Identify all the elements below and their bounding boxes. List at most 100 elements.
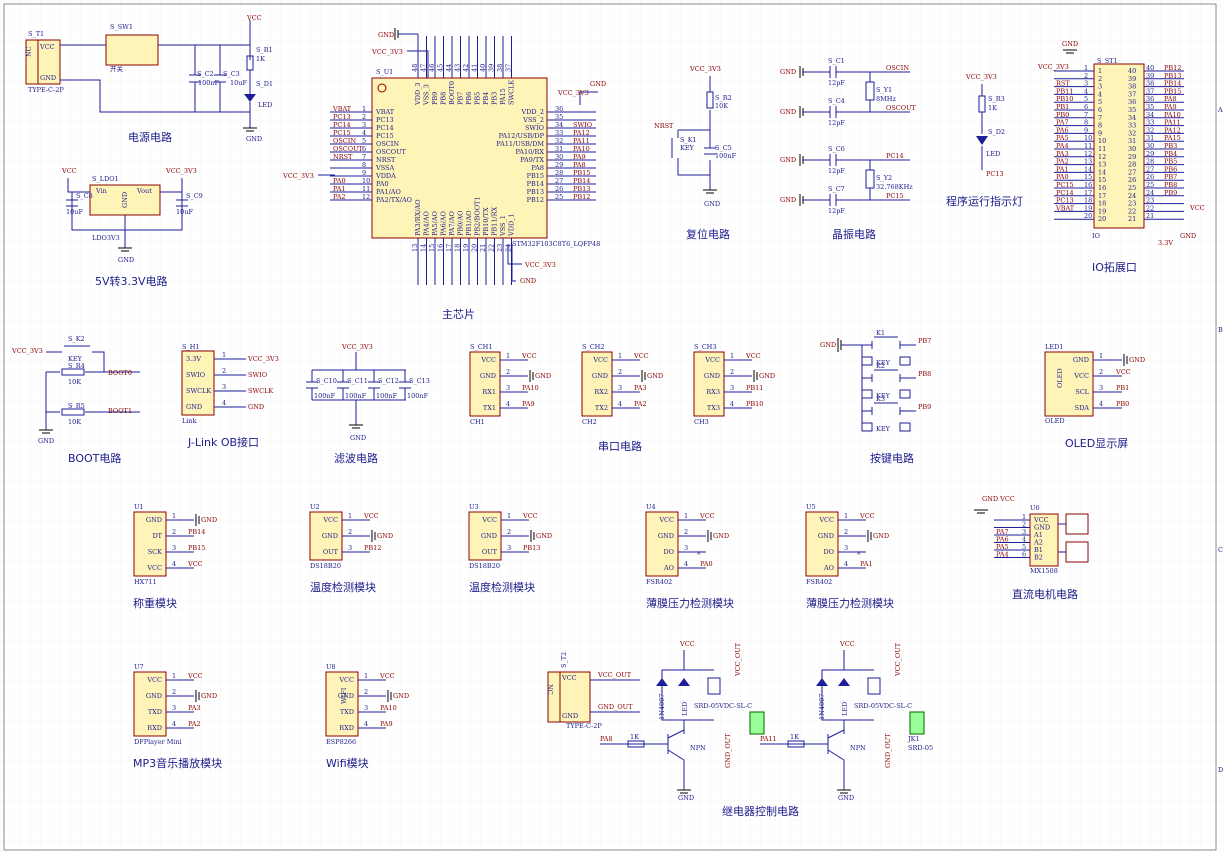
svg-text:10uF: 10uF <box>176 208 193 216</box>
relay-out-gnd: GND_OUT <box>724 733 732 768</box>
relay-circuit: S_T2 NC VCC GND TYPE-C-2P VCC_OUT GND_OU… <box>546 640 933 818</box>
title-oled: OLED显示屏 <box>1065 437 1128 450</box>
key-pad <box>899 422 911 432</box>
mcu-pin-number: 35 <box>555 113 563 121</box>
oled-pin-name: VCC <box>1073 372 1089 380</box>
module-ref: S_CH3 <box>694 343 716 351</box>
mcu-pin-number: 7 <box>362 153 366 161</box>
io-pin-number: 38 <box>1146 80 1154 88</box>
svg-text:S_ST1: S_ST1 <box>1097 57 1118 65</box>
module-net-label: VCC <box>379 672 395 680</box>
module-pin-number: 2 <box>348 528 352 536</box>
svg-text:LDO3V3: LDO3V3 <box>92 234 120 242</box>
mcu-net-label: OSCOUT <box>333 145 364 153</box>
mcu-pin-number: 10 <box>362 177 370 185</box>
motor-pin-name: B2 <box>1034 554 1043 562</box>
gnd-symbol <box>753 370 758 382</box>
module-pin-name: VCC <box>480 356 496 364</box>
motor-pin-number: 2 <box>1022 521 1026 529</box>
key-switch <box>862 402 916 415</box>
module-net-label: PA2 <box>634 400 647 408</box>
title-mp3: MP3音乐播放模块 <box>133 756 222 770</box>
mcu-net-label: PA1 <box>333 185 346 193</box>
module-pin-name: VCC <box>338 676 354 684</box>
resistor-value: 1K <box>630 733 639 741</box>
npn-label: NPN <box>850 744 866 752</box>
io-pin-number: 10 <box>1084 134 1092 142</box>
io-pin-number: 12 <box>1098 153 1106 161</box>
module-net-label: PA3 <box>188 704 201 712</box>
module-pin-name: GND <box>146 516 162 524</box>
title-mcu: 主芯片 <box>442 307 475 321</box>
mcu-pin-name: PB4 <box>482 92 490 105</box>
io-pin-number: 18 <box>1084 197 1092 205</box>
svg-text:GND: GND <box>378 31 394 39</box>
module-pin-number: 4 <box>844 560 848 568</box>
motor-pin-name: B1 <box>1034 546 1043 554</box>
mcu-pin-number: 27 <box>555 177 563 185</box>
title-reset: 复位电路 <box>686 227 730 241</box>
relay-resistor <box>787 740 805 748</box>
module-pin-name: DO <box>663 548 674 556</box>
io-pin-number: 38 <box>1128 83 1136 91</box>
module-pin-name: RX2 <box>594 388 608 396</box>
oled-pin-number: 2 <box>1099 368 1103 376</box>
svg-text:B: B <box>1218 326 1223 334</box>
io-pin-number: 6 <box>1084 103 1088 111</box>
module-pin-name: TXD <box>148 708 162 716</box>
io-pin-number: 40 <box>1146 64 1154 72</box>
oled-net-label: VCC <box>1115 368 1131 376</box>
module-pin-name: DT <box>152 532 162 540</box>
title-hx711: 称重模块 <box>133 596 177 610</box>
svg-text:Vout: Vout <box>136 187 152 195</box>
svg-text:GND: GND <box>350 434 366 442</box>
module-ref: U8 <box>326 663 336 671</box>
module-body <box>309 511 343 561</box>
mcu-net-label: PC15 <box>333 129 351 137</box>
module-pin-name: TX2 <box>595 404 608 412</box>
motor-pin-number: 4 <box>1022 536 1026 544</box>
module-net-label: VCC <box>859 512 875 520</box>
gnd-label: GND <box>780 196 796 204</box>
oled-pin-number: 4 <box>1099 400 1103 408</box>
title-ds2: 温度检测模块 <box>469 580 535 594</box>
svg-text:10K: 10K <box>68 418 81 426</box>
gnd-symbol <box>195 514 200 526</box>
svg-text:GND: GND <box>820 341 836 349</box>
module-pin-number: 3 <box>364 704 368 712</box>
module-inner-label: WIFI <box>340 687 348 704</box>
svg-text:VCC_3V3: VCC_3V3 <box>341 343 373 351</box>
svg-text:S_H1: S_H1 <box>182 343 200 351</box>
mcu-pin-number: 28 <box>555 169 563 177</box>
svg-text:VCC: VCC <box>246 14 262 22</box>
io-pin-number: 33 <box>1128 122 1136 130</box>
module-part: CH3 <box>694 418 709 426</box>
module-body <box>693 351 725 417</box>
cap-ref: S_C6 <box>828 145 845 153</box>
mcu-net-label: NRST <box>333 153 353 161</box>
io-pin-number: 2 <box>1084 72 1088 80</box>
module-pin-number: 2 <box>844 528 848 536</box>
module-pin-name: GND <box>480 372 496 380</box>
key-ref: K2 <box>876 362 885 370</box>
mcu-net-label: PA12 <box>573 129 590 137</box>
module-net-label: GND <box>535 372 551 380</box>
svg-text:NC: NC <box>546 684 554 695</box>
module-ref: U1 <box>134 503 144 511</box>
io-net-label: PB4 <box>1164 150 1177 158</box>
module-net-label: GND <box>377 532 393 540</box>
mcu-pin-number: 36 <box>555 105 563 113</box>
title-fsr1: 薄膜压力检测模块 <box>646 596 734 610</box>
mcu-pin-number: 47 <box>420 64 428 72</box>
module-net-label: PB14 <box>188 528 205 536</box>
mcu-net-label: PB12 <box>573 193 590 201</box>
svg-text:GND: GND <box>1062 40 1078 48</box>
io-pin-number: 34 <box>1146 111 1154 119</box>
io-pin-number: 29 <box>1128 153 1136 161</box>
svg-text:10K: 10K <box>715 102 728 110</box>
module-pin-number: 1 <box>507 512 511 520</box>
io-pin-number: 26 <box>1146 173 1154 181</box>
svg-text:S_U1: S_U1 <box>376 68 393 76</box>
module-pin-name: VCC <box>592 356 608 364</box>
